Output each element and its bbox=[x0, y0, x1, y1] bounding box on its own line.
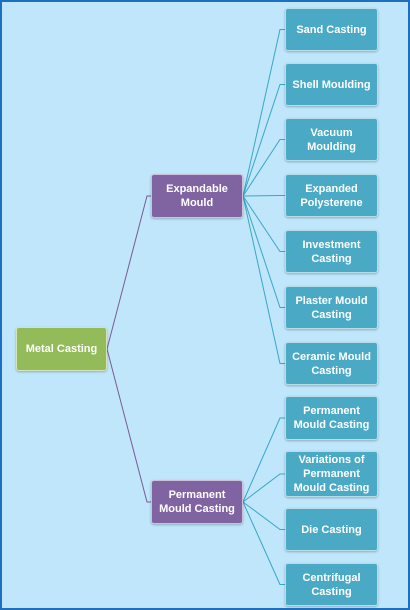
node-plaster-mould-casting: Plaster Mould Casting bbox=[285, 286, 378, 329]
link-expandable-child-3 bbox=[242, 195, 285, 197]
node-metal-casting: Metal Casting bbox=[16, 327, 107, 371]
node-permanent-mould-casting: Permanent Mould Casting bbox=[151, 480, 243, 524]
node-centrifugal-casting: Centrifugal Casting bbox=[285, 563, 378, 606]
link-permanent-child-3 bbox=[242, 501, 285, 585]
link-root-permanent bbox=[106, 348, 151, 503]
node-variations-of-permanent-mould-casting: Variations of Permanent Mould Casting bbox=[285, 451, 378, 497]
node-expandable-mould: Expandable Mould bbox=[151, 174, 243, 218]
link-root-expandable bbox=[106, 195, 151, 350]
node-sand-casting: Sand Casting bbox=[285, 8, 378, 51]
link-expandable-child-1 bbox=[242, 84, 285, 197]
node-investment-casting: Investment Casting bbox=[285, 230, 378, 273]
link-expandable-child-6 bbox=[242, 195, 285, 364]
link-permanent-child-0 bbox=[242, 417, 285, 503]
node-vacuum-moulding: Vacuum Moulding bbox=[285, 118, 378, 161]
link-expandable-child-0 bbox=[242, 29, 285, 197]
node-shell-moulding: Shell Moulding bbox=[285, 63, 378, 106]
node-expanded-polysterene: Expanded Polysterene bbox=[285, 174, 378, 217]
link-permanent-child-1 bbox=[242, 473, 285, 503]
link-expandable-child-5 bbox=[242, 195, 285, 308]
link-expandable-child-2 bbox=[242, 139, 285, 197]
link-permanent-child-2 bbox=[242, 501, 285, 530]
node-ceramic-mould-casting: Ceramic Mould Casting bbox=[285, 342, 378, 385]
link-expandable-child-4 bbox=[242, 195, 285, 252]
node-die-casting: Die Casting bbox=[285, 508, 378, 551]
node-permanent-mould-casting-leaf: Permanent Mould Casting bbox=[285, 396, 378, 440]
